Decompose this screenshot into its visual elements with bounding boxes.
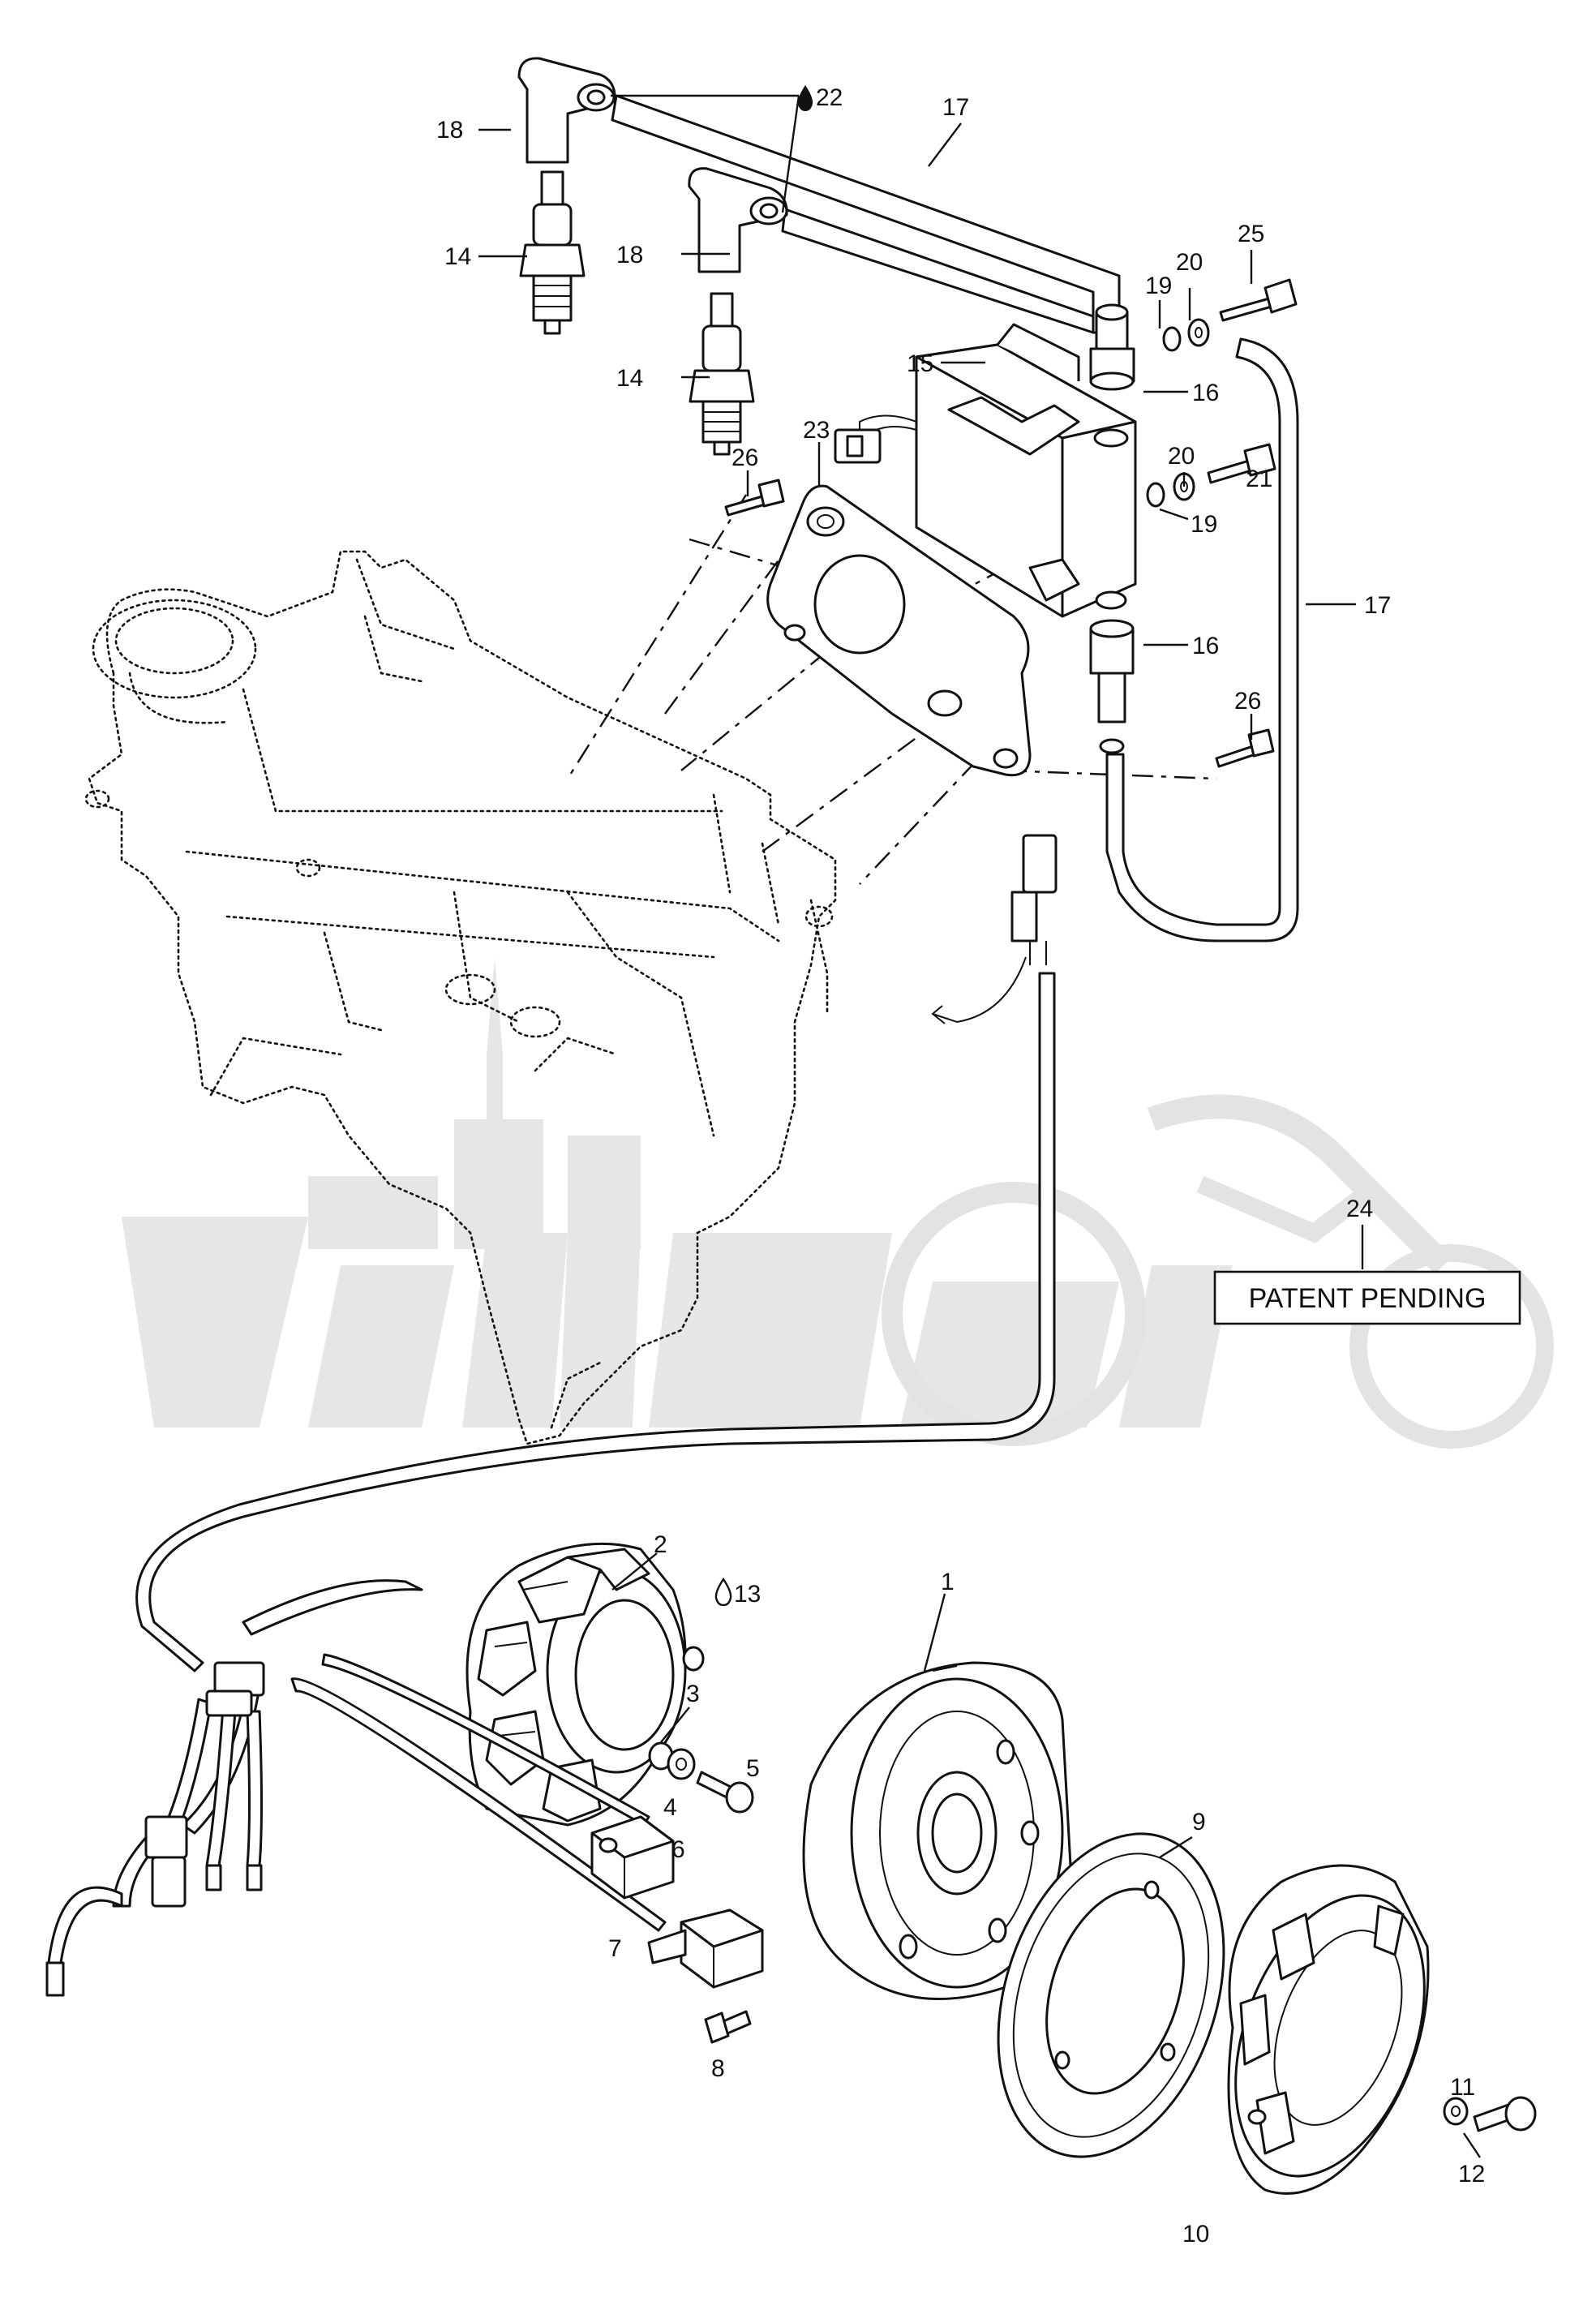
callout-26: 26 (732, 444, 758, 471)
callout-11: 11 (1450, 2074, 1475, 2101)
screw-8 (704, 2010, 752, 2044)
boot-16-upper (1089, 303, 1135, 391)
callout-10: 10 (1182, 2221, 1209, 2248)
callout-numbers: 18 14 18 14 22 17 15 16 16 19 20 25 20 2… (436, 84, 1485, 2248)
screw-26-right (1215, 728, 1275, 768)
coil-connector (834, 414, 917, 464)
callout-9: 9 (1192, 1809, 1206, 1835)
callout-8: 8 (711, 2055, 725, 2082)
callout-18: 18 (436, 117, 463, 144)
leader-lines (478, 94, 1481, 2158)
callout-13: 13 (734, 1581, 761, 1608)
flywheel-1 (802, 1661, 1072, 2000)
spark-plug-cap-18-lower (688, 167, 788, 273)
watermark-logo (122, 957, 1554, 1449)
patent-pending-text: PATENT PENDING (1249, 1283, 1487, 1314)
callout-17: 17 (1364, 592, 1391, 619)
callout-20: 20 (1176, 249, 1203, 276)
washers-3-4 (648, 1741, 696, 1780)
callout-19: 19 (1145, 273, 1172, 299)
callout-17: 17 (942, 94, 969, 121)
screw-5 (696, 1771, 754, 1814)
callout-16: 16 (1192, 633, 1219, 659)
mounting-plate-23 (766, 484, 1032, 777)
boot-16-lower (1089, 619, 1135, 754)
callout-22: 22 (816, 84, 843, 111)
callout-24: 24 (1346, 1196, 1373, 1222)
callout-15: 15 (907, 350, 933, 377)
callout-16: 16 (1192, 380, 1219, 406)
stator-harness-wire (135, 834, 1058, 1672)
patent-pending-box: PATENT PENDING (1213, 1270, 1521, 1325)
callout-5: 5 (746, 1755, 760, 1782)
callout-23: 23 (803, 417, 830, 444)
screw-26-left (724, 479, 785, 517)
wiring-harness (45, 1579, 667, 1997)
callout-26: 26 (1234, 688, 1261, 715)
callout-1: 1 (941, 1569, 955, 1595)
sensor-6 (590, 1815, 675, 1900)
callout-14: 14 (616, 365, 643, 392)
washers-19-20-lower (1146, 472, 1195, 508)
callout-2: 2 (654, 1531, 667, 1558)
sensor-7 (647, 1908, 764, 1989)
starter-cup-9 (997, 1832, 1225, 2158)
spark-plug-14-lower (689, 292, 755, 456)
screw-21 (1207, 443, 1276, 484)
callout-12: 12 (1458, 2161, 1485, 2188)
oil-tank-reference (84, 550, 837, 1445)
cover-10 (1227, 1864, 1430, 2195)
callout-19: 19 (1191, 511, 1217, 538)
spark-plug-cap-18-upper (517, 57, 616, 164)
ignition-wires (611, 94, 1299, 942)
drop-icon (797, 85, 813, 111)
callout-7: 7 (608, 1935, 622, 1962)
washer-11 (1443, 2097, 1469, 2126)
callout-25: 25 (1238, 221, 1264, 247)
washers-19-20-upper (1162, 318, 1210, 352)
callout-4: 4 (663, 1794, 677, 1821)
callout-18: 18 (616, 242, 643, 268)
screw-25 (1219, 278, 1298, 322)
ignition-coil-15 (915, 323, 1137, 618)
callout-21: 21 (1246, 466, 1272, 492)
callout-6: 6 (671, 1836, 685, 1863)
drop-icon (714, 1577, 732, 1607)
callout-14: 14 (444, 243, 471, 270)
spark-plug-14-upper (519, 170, 586, 335)
callout-20: 20 (1168, 443, 1195, 470)
callout-3: 3 (686, 1681, 700, 1707)
screw-12 (1473, 2096, 1537, 2132)
